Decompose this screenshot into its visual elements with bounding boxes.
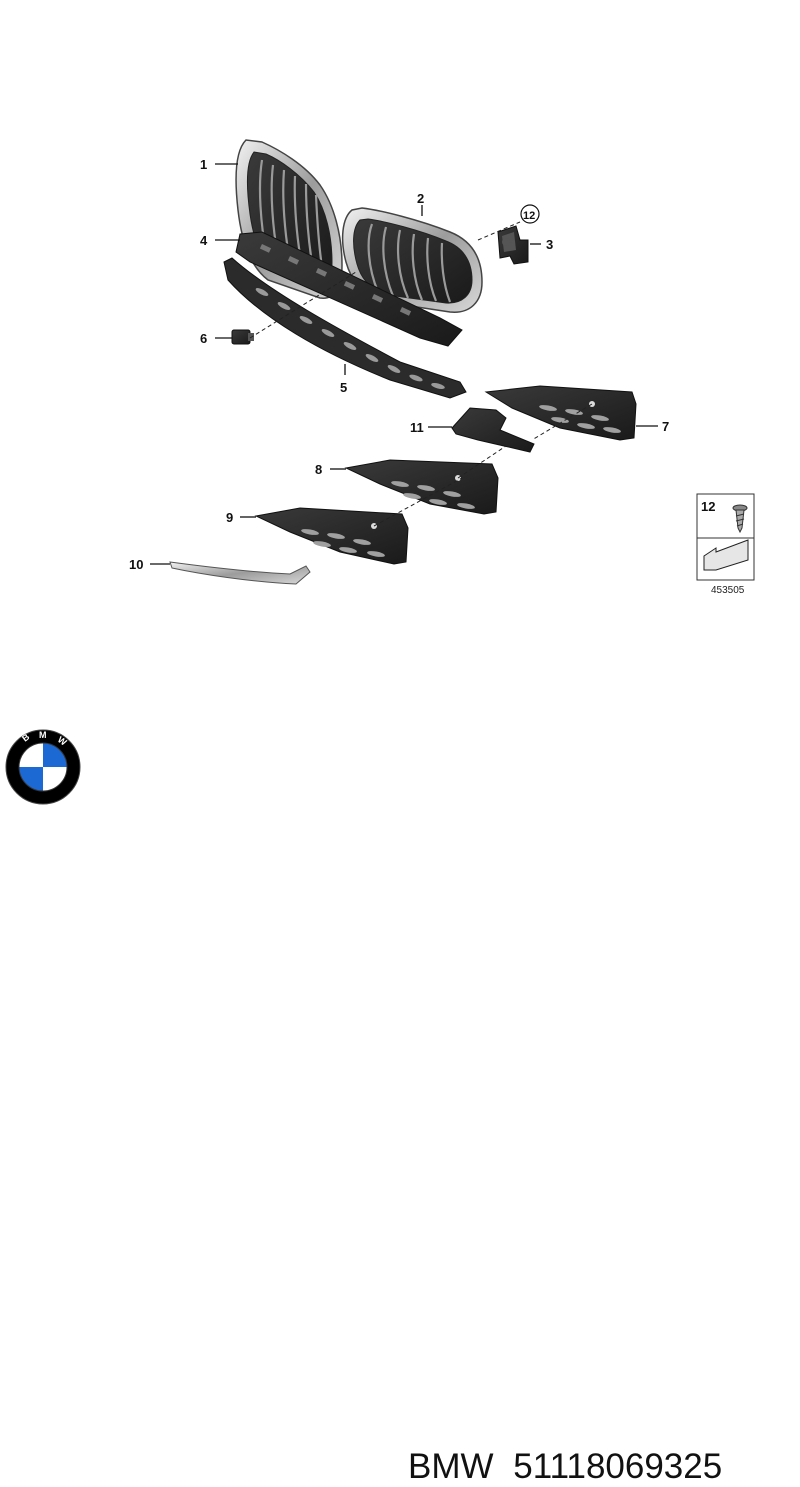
part-11-trim-piece bbox=[451, 407, 535, 453]
product-label: BMW 51118069325 bbox=[408, 1447, 722, 1487]
callout-4: 4 bbox=[200, 233, 208, 248]
callout-12-circled: 12 bbox=[523, 210, 535, 222]
part-9-lower-side-grille bbox=[254, 507, 409, 565]
part-2-right-kidney-grille bbox=[341, 207, 483, 313]
callout-7: 7 bbox=[662, 419, 669, 434]
legend-arrow-icon bbox=[703, 539, 749, 571]
callout-11: 11 bbox=[410, 420, 424, 435]
alignment-lines bbox=[249, 221, 593, 527]
callout-2: 2 bbox=[417, 191, 424, 206]
legend-diagram-code: 453505 bbox=[711, 585, 745, 596]
part-4-grille-carrier bbox=[235, 231, 463, 347]
svg-text:B: B bbox=[20, 731, 32, 743]
svg-text:M: M bbox=[39, 730, 47, 740]
exploded-parts-diagram: 1 2 3 4 5 6 7 8 9 10 11 12 12 453505 bbox=[129, 139, 755, 596]
callout-6: 6 bbox=[200, 331, 207, 346]
callout-3: 3 bbox=[546, 237, 553, 252]
part-number: 51118069325 bbox=[513, 1447, 723, 1486]
legend-item-number: 12 bbox=[701, 499, 715, 514]
legend-box: 12 453505 bbox=[696, 493, 755, 596]
footer: B M W BMW 51118069325 bbox=[0, 712, 800, 1486]
callout-10: 10 bbox=[129, 557, 143, 572]
callout-8: 8 bbox=[315, 462, 322, 477]
callout-labels: 1 2 3 4 5 6 7 8 9 10 11 12 bbox=[129, 157, 669, 572]
callout-1: 1 bbox=[200, 157, 207, 172]
callout-12-circle bbox=[520, 204, 540, 224]
legend-screw-icon bbox=[732, 504, 748, 534]
leader-lines bbox=[150, 163, 658, 565]
part-10-trim-strip bbox=[169, 561, 311, 585]
bmw-roundel-logo: B M W bbox=[5, 729, 81, 805]
screw-12 bbox=[502, 238, 510, 246]
part-8-middle-side-grille bbox=[344, 459, 499, 515]
brand-name: BMW bbox=[408, 1447, 494, 1486]
callout-5: 5 bbox=[340, 380, 347, 395]
part-5-lower-grille bbox=[223, 257, 467, 399]
callout-9: 9 bbox=[226, 510, 233, 525]
part-7-right-side-grille bbox=[484, 385, 637, 441]
part-3-bracket bbox=[497, 225, 529, 265]
